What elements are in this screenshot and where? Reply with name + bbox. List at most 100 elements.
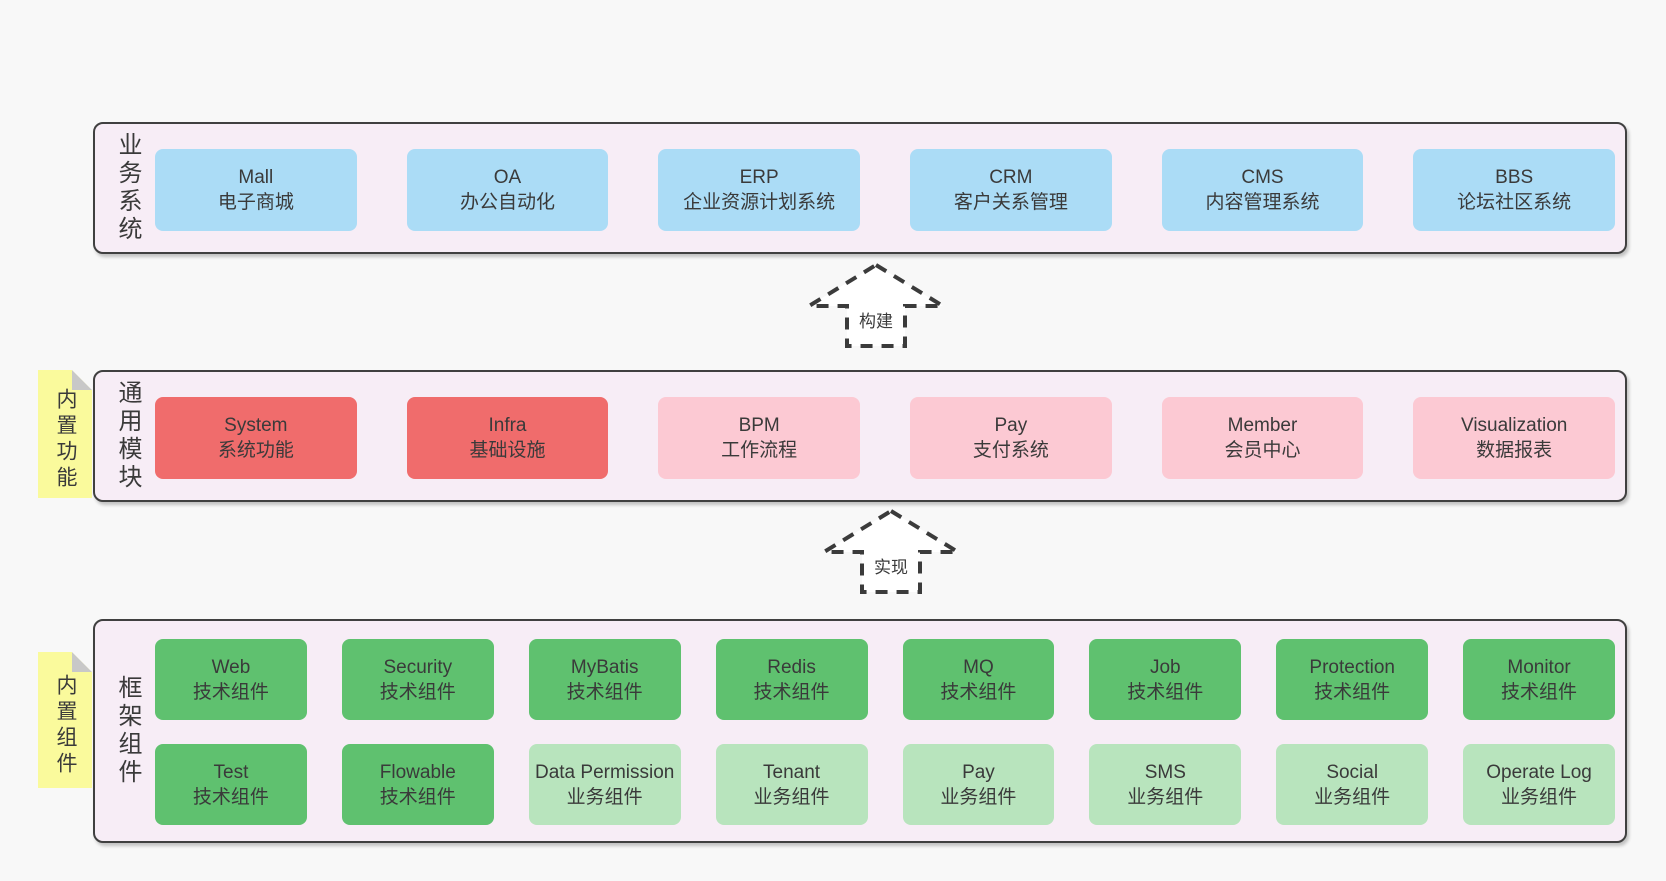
box-subtitle: 业务组件 xyxy=(1314,786,1391,808)
box-subtitle: 业务组件 xyxy=(1501,786,1578,808)
build-arrow: 构建 xyxy=(806,262,946,350)
box-subtitle: 工作流程 xyxy=(721,440,798,461)
box-subtitle: 技术组件 xyxy=(379,681,456,703)
box-subtitle: 基础设施 xyxy=(469,440,546,461)
box-subtitle: 技术组件 xyxy=(192,681,269,703)
implement-arrow: 实现 xyxy=(821,508,961,596)
box-title: Visualization xyxy=(1461,415,1568,436)
box-subtitle: 业务组件 xyxy=(940,786,1017,808)
implement-arrow-label: 实现 xyxy=(874,558,908,578)
modules-layer-label: 通用模块 xyxy=(114,380,141,492)
box-title: Security xyxy=(383,656,453,678)
component-box-social: Social 业务组件 xyxy=(1276,744,1429,825)
business-box-cms: CMS 内容管理系统 xyxy=(1161,149,1364,231)
box-subtitle: 业务组件 xyxy=(566,786,643,808)
module-box-infra: Infra 基础设施 xyxy=(406,397,609,479)
builtin-components-tab-label: 内置组件 xyxy=(54,674,77,778)
builtin-features-tab: 内置功能 xyxy=(38,370,92,498)
box-subtitle: 技术组件 xyxy=(192,786,269,808)
module-box-visualization: Visualization 数据报表 xyxy=(1413,397,1615,479)
box-subtitle: 论坛社区系统 xyxy=(1457,192,1572,213)
box-title: SMS xyxy=(1144,761,1186,783)
module-box-bpm: BPM 工作流程 xyxy=(658,397,860,479)
box-subtitle: 电子商城 xyxy=(217,192,294,213)
box-subtitle: 数据报表 xyxy=(1476,440,1553,461)
box-title: ERP xyxy=(739,167,779,188)
box-subtitle: 会员中心 xyxy=(1224,440,1301,461)
box-title: BPM xyxy=(738,415,780,436)
component-box-test: Test 技术组件 xyxy=(155,744,307,825)
box-title: MQ xyxy=(963,656,994,678)
component-box-redis: Redis 技术组件 xyxy=(715,639,868,720)
modules-boxes-grid: System 系统功能 Infra 基础设施 BPM 工作流程 Pay 支付系统 Member 会… xyxy=(155,397,1615,479)
box-title: Flowable xyxy=(379,761,456,783)
box-subtitle: 技术组件 xyxy=(379,786,456,808)
box-subtitle: 内容管理系统 xyxy=(1205,192,1320,213)
box-subtitle: 客户关系管理 xyxy=(953,192,1068,213)
component-box-mq: MQ 技术组件 xyxy=(902,639,1055,720)
box-subtitle: 技术组件 xyxy=(566,681,643,703)
builtin-components-tab: 内置组件 xyxy=(38,652,92,788)
box-title: Mall xyxy=(238,167,274,188)
box-title: Member xyxy=(1227,415,1298,436)
business-layer-label: 业务系统 xyxy=(114,132,141,244)
box-subtitle: 支付系统 xyxy=(972,440,1049,461)
box-title: Pay xyxy=(994,415,1028,436)
module-box-system: System 系统功能 xyxy=(155,397,357,479)
box-subtitle: 系统功能 xyxy=(217,440,294,461)
component-box-flowable: Flowable 技术组件 xyxy=(341,744,494,825)
layer-common-modules: 通用模块 System 系统功能 Infra 基础设施 BPM 工作流程 Pay 支付系统 Me… xyxy=(93,370,1627,502)
box-title: Pay xyxy=(962,761,995,783)
component-box-operate-log: Operate Log 业务组件 xyxy=(1463,744,1615,825)
box-title: Web xyxy=(211,656,251,678)
folded-corner-icon xyxy=(72,652,92,672)
module-box-member: Member 会员中心 xyxy=(1161,397,1364,479)
component-box-tenant: Tenant 业务组件 xyxy=(715,744,868,825)
up-arrow-icon xyxy=(806,262,946,348)
box-title: BBS xyxy=(1495,167,1534,188)
component-box-mybatis: MyBatis 技术组件 xyxy=(528,639,681,720)
box-title: Test xyxy=(213,761,249,783)
component-box-protection: Protection 技术组件 xyxy=(1276,639,1429,720)
box-subtitle: 技术组件 xyxy=(1501,681,1578,703)
box-title: Operate Log xyxy=(1486,761,1592,783)
box-title: Tenant xyxy=(763,761,821,783)
box-subtitle: 业务组件 xyxy=(753,786,830,808)
box-subtitle: 业务组件 xyxy=(1127,786,1204,808)
component-box-web: Web 技术组件 xyxy=(155,639,307,720)
box-title: MyBatis xyxy=(570,656,639,678)
business-box-bbs: BBS 论坛社区系统 xyxy=(1413,149,1615,231)
component-box-security: Security 技术组件 xyxy=(341,639,494,720)
component-box-pay: Pay 业务组件 xyxy=(902,744,1055,825)
box-title: System xyxy=(224,415,288,436)
component-box-sms: SMS 业务组件 xyxy=(1089,744,1242,825)
component-box-monitor: Monitor 技术组件 xyxy=(1463,639,1615,720)
box-title: CMS xyxy=(1241,167,1284,188)
box-subtitle: 办公自动化 xyxy=(459,192,555,213)
component-box-data-permission: Data Permission 业务组件 xyxy=(528,744,681,825)
module-box-pay: Pay 支付系统 xyxy=(910,397,1112,479)
build-arrow-label: 构建 xyxy=(859,312,893,332)
up-arrow-icon xyxy=(821,508,961,594)
box-title: Data Permission xyxy=(534,761,675,783)
builtin-features-tab-label: 内置功能 xyxy=(54,388,77,492)
components-layer-label: 框架组件 xyxy=(114,675,141,787)
box-title: Protection xyxy=(1309,656,1395,678)
box-title: CRM xyxy=(989,167,1033,188)
box-title: Redis xyxy=(767,656,816,678)
box-title: Social xyxy=(1326,761,1379,783)
box-title: Infra xyxy=(488,415,527,436)
box-subtitle: 技术组件 xyxy=(940,681,1017,703)
box-subtitle: 技术组件 xyxy=(1127,681,1204,703)
box-subtitle: 技术组件 xyxy=(753,681,830,703)
box-title: Monitor xyxy=(1507,656,1571,678)
box-subtitle: 技术组件 xyxy=(1314,681,1391,703)
